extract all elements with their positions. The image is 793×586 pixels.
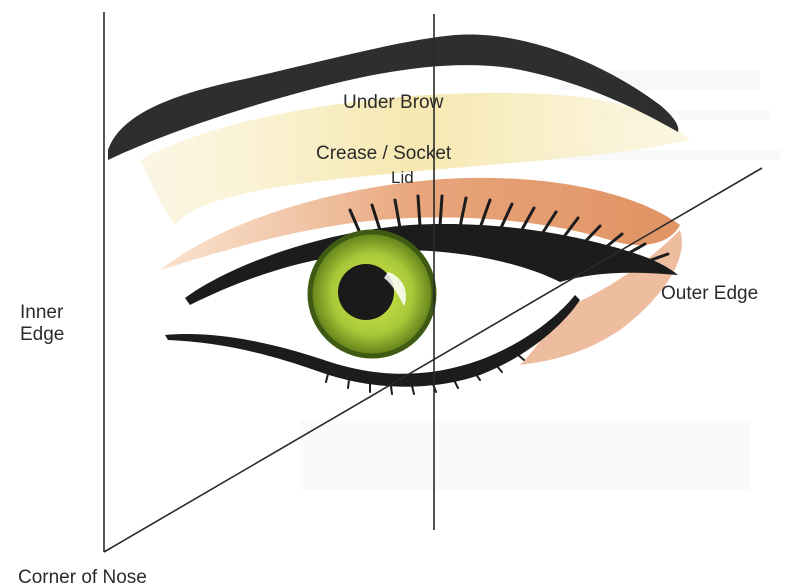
iris [310,232,434,356]
label-lid: Lid [391,168,414,188]
label-inner-edge: Inner Edge [20,302,64,346]
label-outer-edge: Outer Edge [661,283,758,305]
label-under-brow: Under Brow [343,92,443,114]
label-corner-of-nose: Corner of Nose [18,567,147,586]
label-crease-socket: Crease / Socket [316,143,451,165]
pupil [338,264,394,320]
